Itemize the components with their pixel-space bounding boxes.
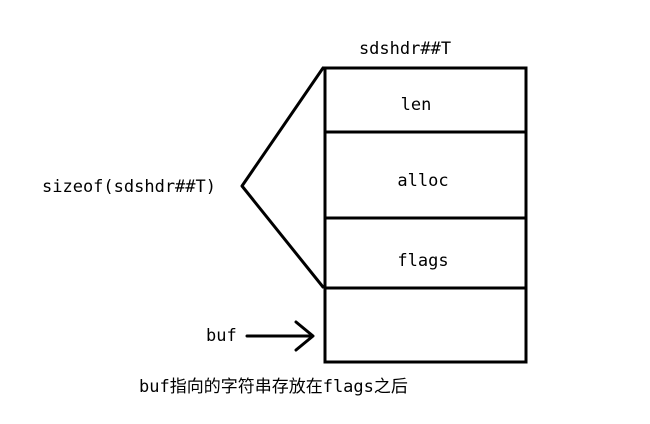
buf-label: buf <box>206 326 237 346</box>
field-box-len <box>323 66 528 134</box>
sizeof-bracket <box>240 66 325 289</box>
buf-note: buf指向的字符串存放在flags之后 <box>139 377 408 397</box>
field-box-alloc <box>323 130 528 220</box>
field-label-len: len <box>401 95 432 115</box>
field-label-flags: flags <box>397 251 448 271</box>
field-label-alloc: alloc <box>397 171 448 191</box>
buf-box <box>323 286 528 364</box>
struct-title: sdshdr##T <box>359 39 451 59</box>
buf-arrow-icon <box>245 320 315 352</box>
sizeof-label: sizeof(sdshdr##T) <box>42 177 216 197</box>
